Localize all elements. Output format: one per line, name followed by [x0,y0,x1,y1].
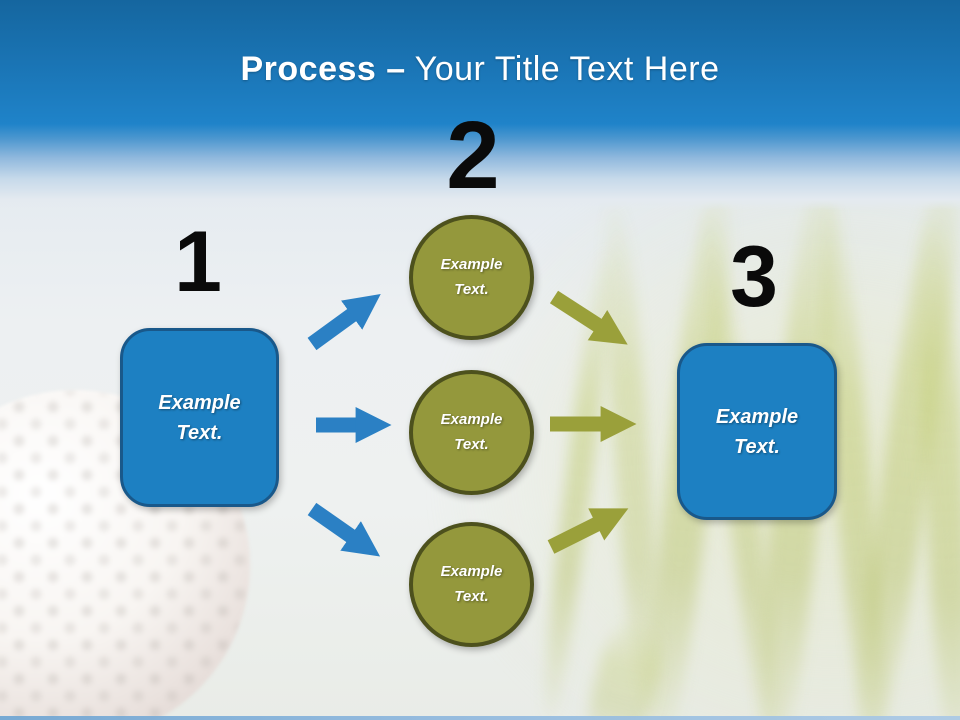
step-3-label: Example Text. [715,405,799,458]
step-1-box: Example Text. [120,328,279,507]
slide-title: Process –Your Title Text Here [0,50,960,89]
bottom-accent-bar [0,716,960,720]
step-2-number: 2 [446,102,500,209]
step-1-number: 1 [174,214,222,310]
step-2-circle-3-label: Example Text. [440,562,503,605]
step-2-circle-2-label: Example Text. [440,410,503,453]
title-subtitle: Your Title Text Here [414,50,720,88]
step-3-number: 3 [730,229,778,325]
step-3-box: Example Text. [677,343,837,520]
step-2-circle-3: Example Text. [409,522,534,647]
step-2-circle-1: Example Text. [409,215,534,340]
step-1-label: Example Text. [158,391,241,444]
step-2-circle-1-label: Example Text. [440,255,503,298]
step-2-circle-2: Example Text. [409,370,534,495]
title-keyword: Process – [240,50,406,88]
